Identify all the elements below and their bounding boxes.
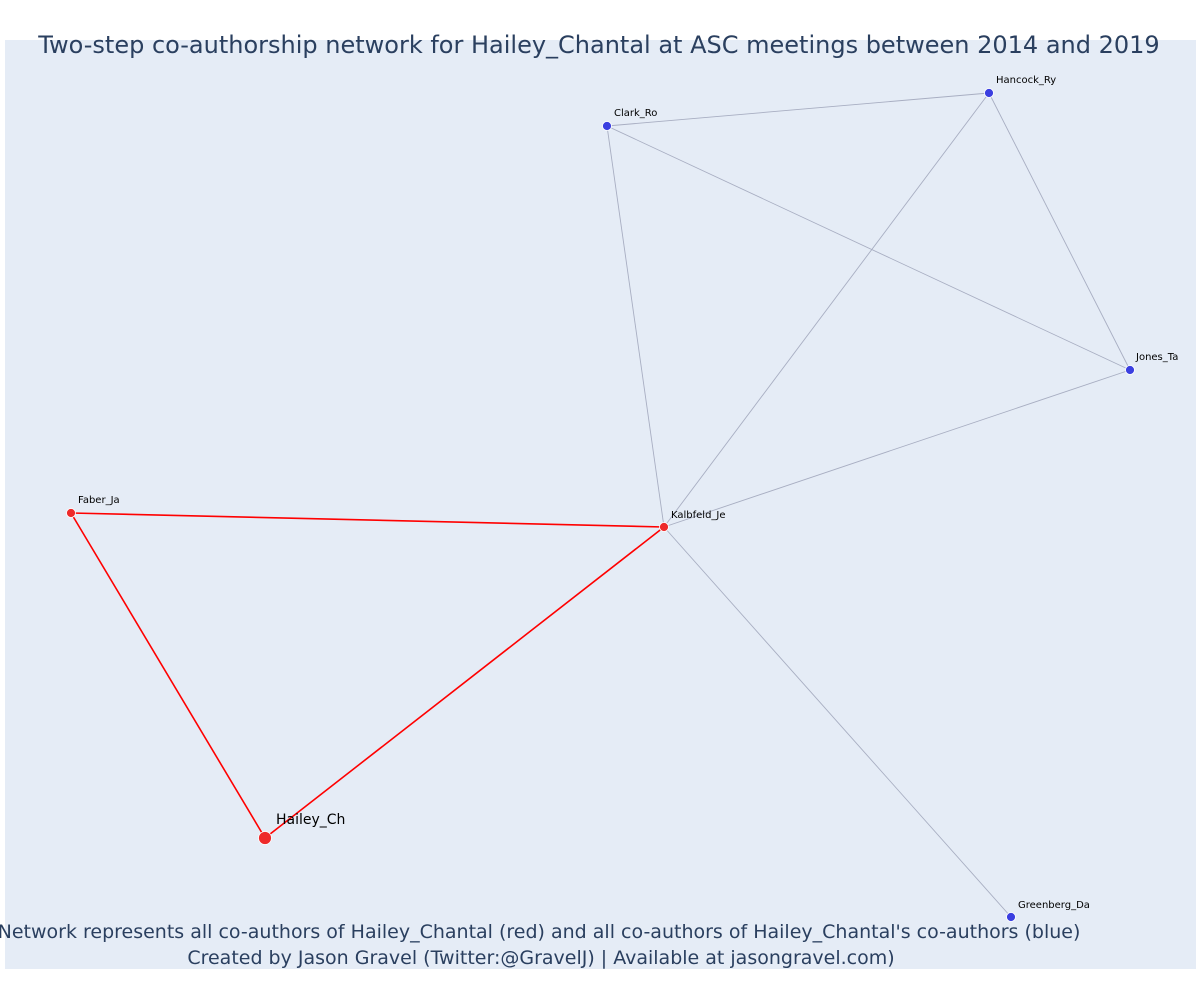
edge-kalbfeld-clark — [606, 125, 665, 528]
edge-hailey-kalbfeld — [264, 526, 665, 839]
edge-faber-kalbfeld — [70, 512, 665, 528]
edge-clark-hancock — [606, 92, 990, 127]
edge-hancock-jones — [988, 92, 1131, 371]
plot-background — [5, 40, 1196, 969]
node-faber[interactable] — [66, 508, 76, 518]
edge-kalbfeld-jones — [663, 369, 1131, 528]
edge-kalbfeld-greenberg — [663, 526, 1012, 918]
node-kalbfeld[interactable] — [659, 522, 669, 532]
edge-clark-jones — [606, 125, 1131, 371]
node-label-faber: Faber_Ja — [78, 495, 120, 506]
node-label-greenberg: Greenberg_Da — [1018, 900, 1090, 911]
node-label-hailey: Hailey_Ch — [276, 812, 345, 828]
chart-title: Two-step co-authorship network for Haile… — [37, 31, 1159, 59]
edges-layer — [70, 92, 1131, 918]
node-label-kalbfeld: Kalbfeld_Je — [671, 510, 726, 521]
node-clark[interactable] — [602, 121, 612, 131]
node-greenberg[interactable] — [1006, 912, 1016, 922]
node-jones[interactable] — [1125, 365, 1135, 375]
node-hailey[interactable] — [258, 831, 272, 845]
edge-kalbfeld-hancock — [663, 92, 990, 528]
edge-hailey-faber — [70, 512, 266, 839]
node-label-clark: Clark_Ro — [614, 108, 657, 119]
node-label-hancock: Hancock_Ry — [996, 75, 1056, 86]
node-hancock[interactable] — [984, 88, 994, 98]
node-label-jones: Jones_Ta — [1135, 352, 1178, 363]
footer-line-1: Network represents all co-authors of Hai… — [0, 921, 1080, 943]
nodes-layer — [66, 88, 1135, 922]
footer-line-2: Created by Jason Gravel (Twitter:@Gravel… — [187, 947, 894, 969]
